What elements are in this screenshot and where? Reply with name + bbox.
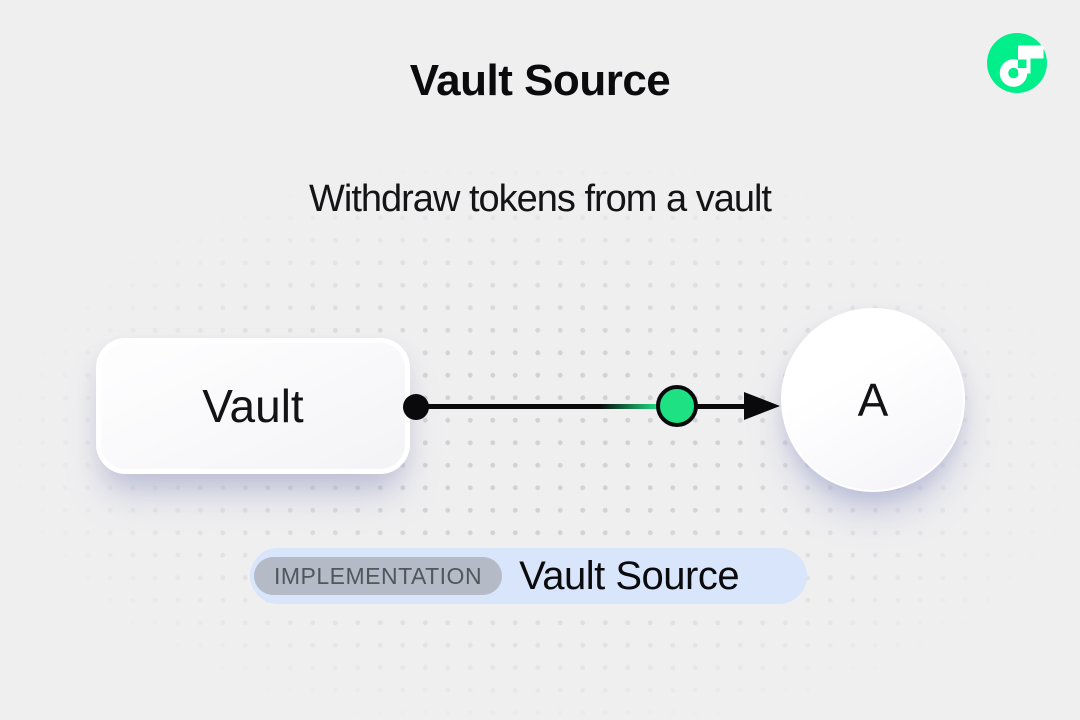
account-node: A [781,308,965,492]
edge-green-gradient [600,404,658,409]
implementation-badge: IMPLEMENTATION [254,557,503,595]
caption-pill: IMPLEMENTATION Vault Source [250,548,807,604]
page-title: Vault Source [409,56,671,105]
vault-node-label: Vault [202,380,304,432]
edge-start-dot-icon [403,394,429,420]
edge-green-marker-icon [656,385,698,427]
page-subtitle: Withdraw tokens from a vault [309,178,772,220]
flow-logo-icon [987,33,1047,93]
arrowhead-icon [744,392,780,420]
caption-title: Vault Source [519,553,740,598]
account-node-label: A [857,374,889,426]
vault-node: Vault [96,338,410,474]
